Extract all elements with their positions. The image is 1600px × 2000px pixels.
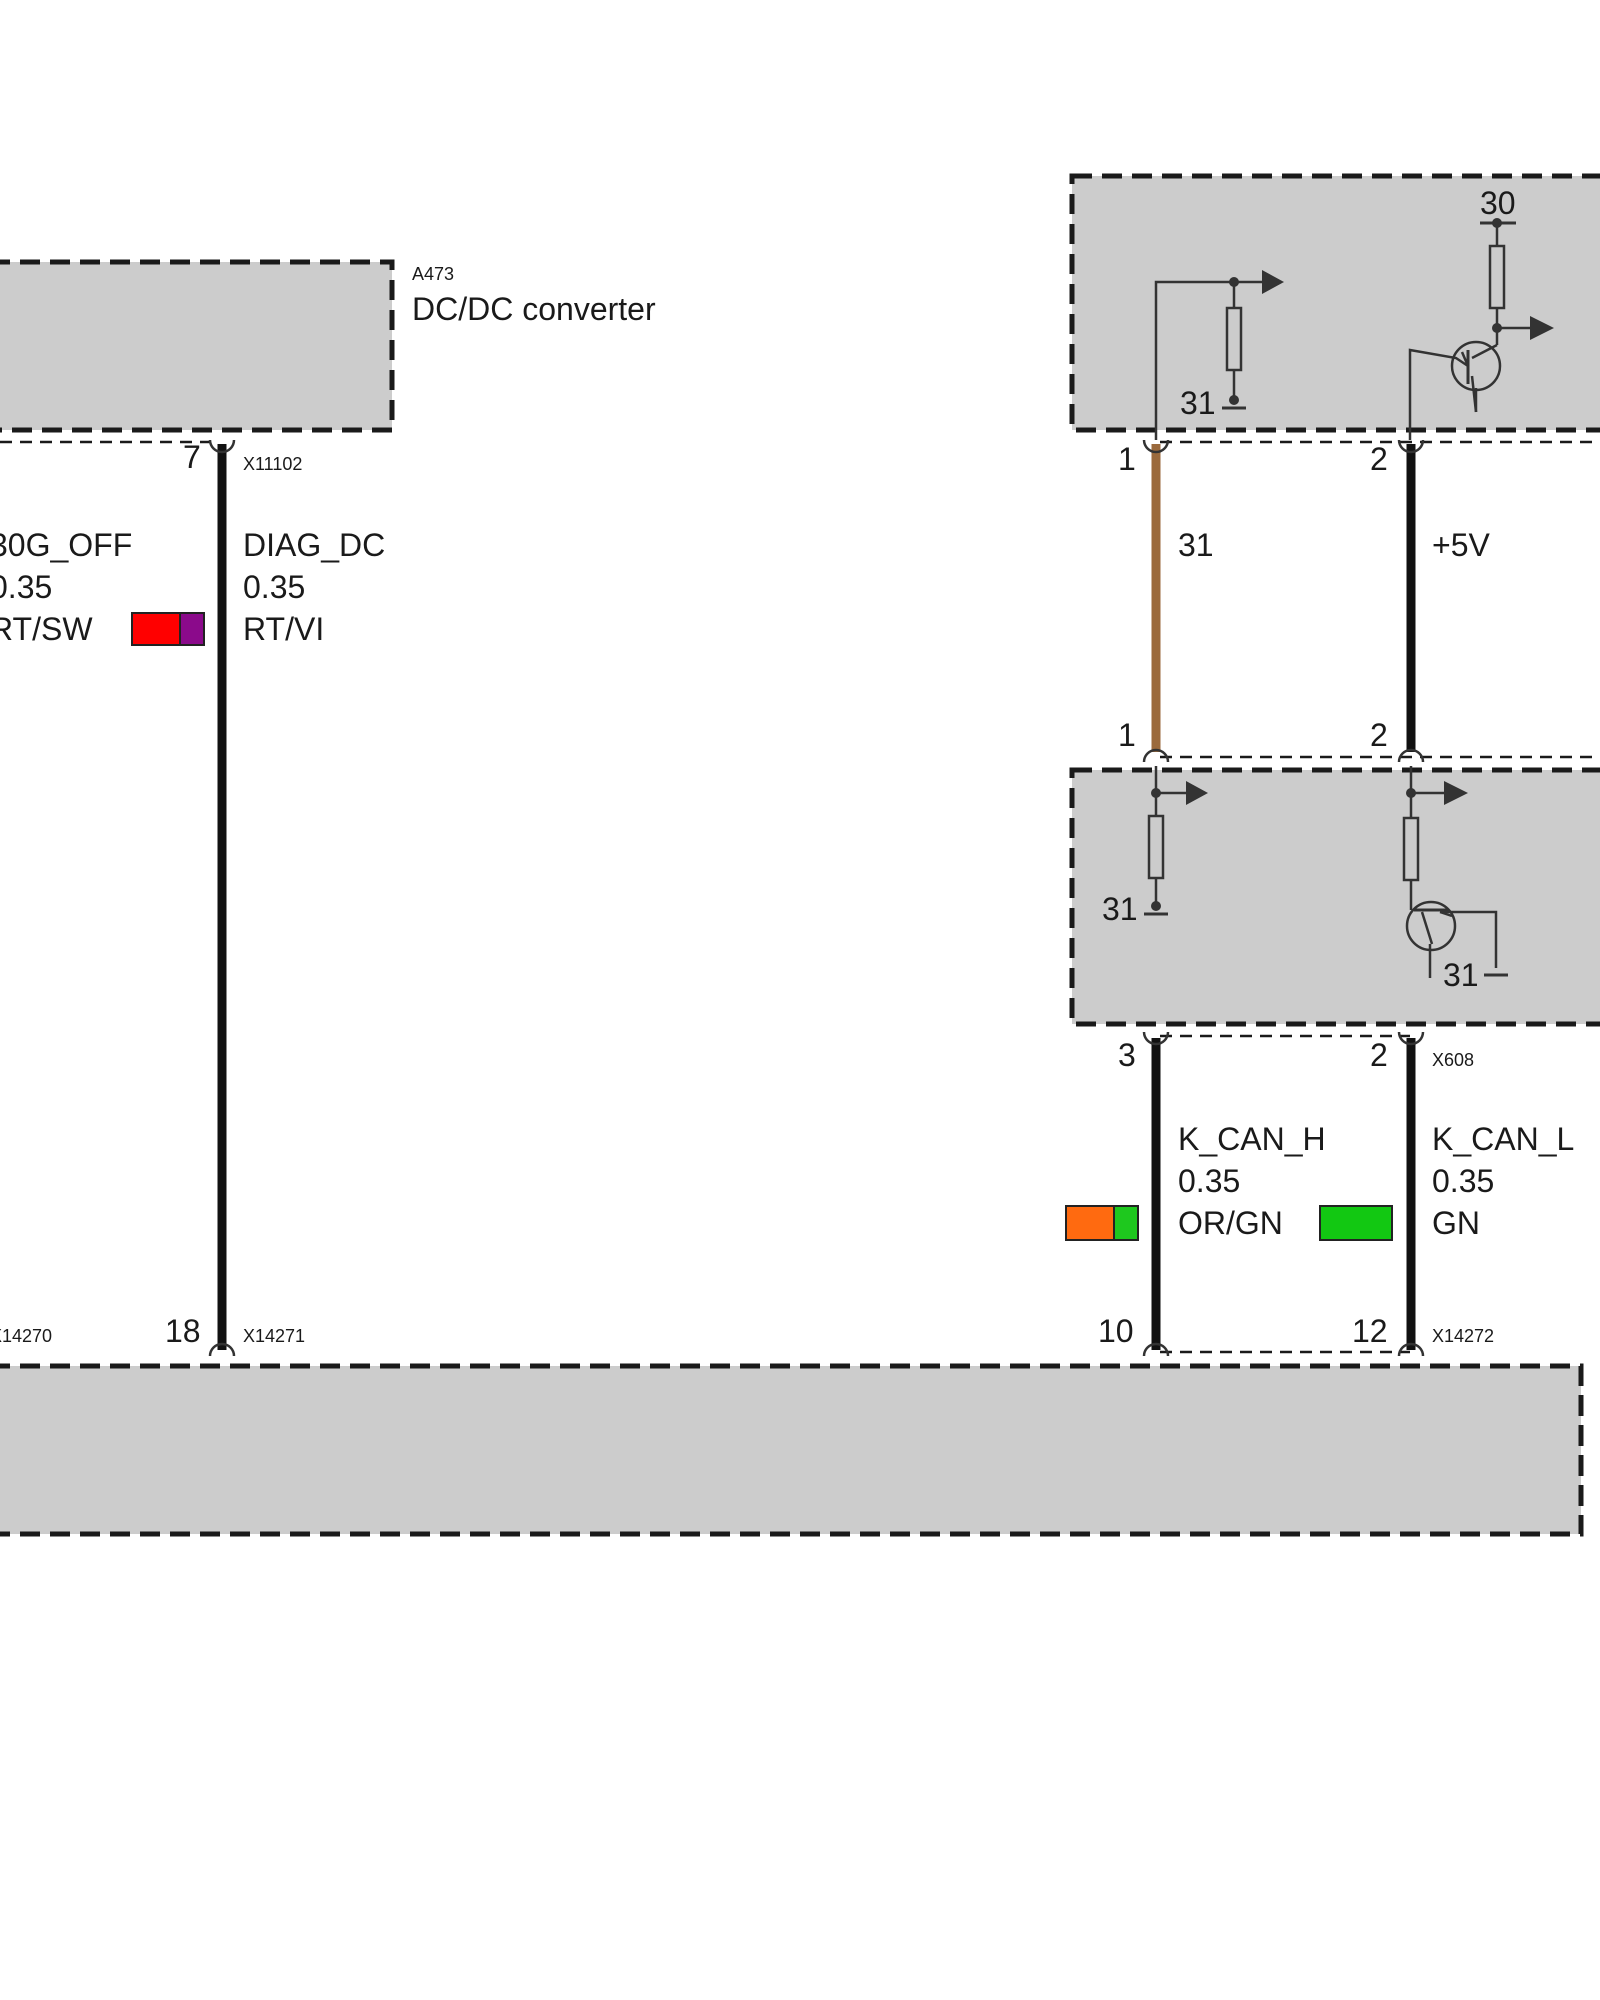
connector-x14270-label: X14270 [0,1326,52,1346]
pin-mid-2-label: 2 [1370,717,1388,753]
top-right-module-box[interactable] [1069,173,1600,433]
middle-right-module-box[interactable] [1069,767,1600,1027]
dc-converter-id: A473 [412,264,454,284]
wire-ground-label: 31 [1178,527,1214,563]
pin-mid-1-contact [1142,748,1170,763]
signal-arrow-icon [1530,316,1554,340]
wire-can-h-size: 0.35 [1178,1163,1240,1199]
signal-arrow-icon [1444,781,1468,805]
connector-x14271-label: X14271 [243,1326,305,1346]
terminal-31-mid-left-label: 31 [1102,891,1138,927]
pin-10-contact [1142,1342,1170,1357]
color-swatch-can-l [1319,1205,1393,1241]
dc-converter-name: DC/DC converter [412,291,656,327]
bottom-module-box[interactable] [0,1363,1584,1537]
pin-18-label: 18 [165,1313,201,1349]
wire-can-h-color-code: OR/GN [1178,1205,1283,1241]
color-swatch-can-h [1065,1205,1139,1241]
pin-12-contact [1397,1342,1425,1357]
pin-top-2-contact [1397,439,1425,454]
pin-mid-3-contact [1142,1031,1170,1046]
pin-top-1-contact [1142,439,1170,454]
wire-diag-signal: DIAG_DC [243,527,385,563]
wire-can-l-signal: K_CAN_L [1432,1121,1574,1157]
pin-top-1-label: 1 [1118,441,1136,477]
pin-mid-2b-contact [1397,1031,1425,1046]
wire-can-l-size: 0.35 [1432,1163,1494,1199]
pin-mid-3-label: 3 [1118,1037,1136,1073]
connector-x14272-label: X14272 [1432,1326,1494,1346]
terminal-30-label: 30 [1480,185,1516,221]
resistor-icon [1147,814,1165,880]
pin-mid-2b-label: 2 [1370,1037,1388,1073]
pin-mid-1-label: 1 [1118,717,1136,753]
pin-12-label: 12 [1352,1313,1388,1349]
dc-converter-box[interactable] [0,259,395,433]
wire-supply-label: +5V [1432,527,1490,563]
wire-can-l-color-code: GN [1432,1205,1480,1241]
signal-arrow-icon [1186,781,1208,805]
pin-10-label: 10 [1098,1313,1134,1349]
resistor-icon [1225,306,1243,372]
wire-diag-size: 0.35 [243,569,305,605]
wire-diag-color-code: RT/VI [243,611,324,647]
wire-can-h-signal: K_CAN_H [1178,1121,1326,1157]
pin-7-label: 7 [183,439,201,475]
connector-x608-label: X608 [1432,1050,1474,1070]
resistor-icon [1402,816,1420,882]
pin-18-contact [208,1342,236,1357]
terminal-31-top-label: 31 [1180,385,1216,421]
wire-left-signal: 30G_OFF [0,527,132,563]
top-module-transistor-circuit [1408,218,1554,440]
resistor-icon [1488,244,1506,310]
mid-module-transistor-circuit [1402,766,1508,978]
signal-arrow-icon [1262,270,1284,294]
color-swatch-diag [131,612,205,646]
terminal-31-mid-right-label: 31 [1443,957,1479,993]
wire-left-color-code: RT/SW [0,611,93,647]
connector-x11102-label: X11102 [243,454,302,474]
mid-module-pullup-circuit [1144,766,1208,916]
pin-7-contact [208,439,236,454]
pin-mid-2-contact [1397,748,1425,763]
wire-left-size: 0.35 [0,569,52,605]
pin-top-2-label: 2 [1370,441,1388,477]
top-module-pullup-circuit [1154,270,1284,440]
